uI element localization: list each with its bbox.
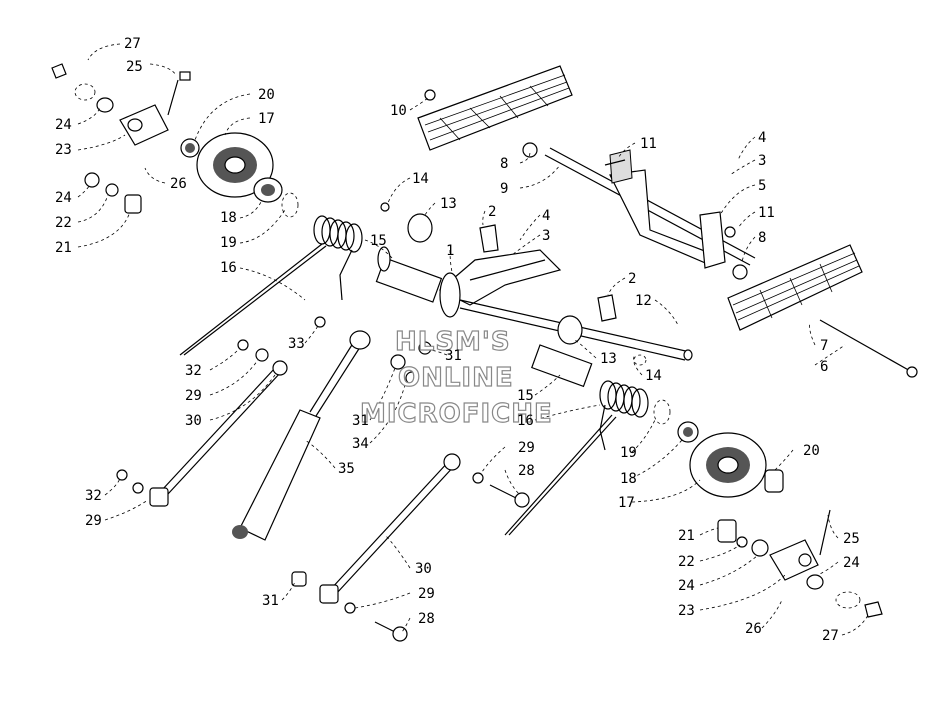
callout-21: 21: [55, 240, 72, 256]
watermark-line-3: MICROFICHE: [360, 399, 553, 429]
callout-11: 11: [758, 205, 775, 221]
callout-15: 15: [517, 388, 534, 404]
watermark: HLSM'S ONLINE MICROFICHE: [359, 326, 553, 429]
axle-bracket-left: [51, 63, 191, 214]
callout-13: 13: [600, 351, 617, 367]
callout-29: 29: [85, 513, 102, 529]
callout-3: 3: [542, 228, 550, 244]
callout-26: 26: [745, 621, 762, 637]
axle-bracket-right: [717, 509, 883, 618]
callout-29: 29: [418, 586, 435, 602]
idler-wheel-left: [180, 132, 283, 203]
callout-35: 35: [338, 461, 355, 477]
callout-11: 11: [640, 136, 657, 152]
upper-rail: [417, 65, 573, 151]
callout-14: 14: [412, 171, 429, 187]
callout-3: 3: [758, 153, 766, 169]
callout-20: 20: [258, 87, 275, 103]
idler-wheel-right: [677, 421, 784, 498]
callout-28: 28: [518, 463, 535, 479]
callout-numbers: 27 25 20 17 24 23 26 24 22 21 18 19 16 1…: [55, 36, 860, 644]
callout-32: 32: [85, 488, 102, 504]
long-bolt: [819, 319, 918, 378]
callout-24: 24: [678, 578, 695, 594]
callout-1: 1: [446, 243, 454, 259]
callout-33: 33: [288, 336, 305, 352]
callout-18: 18: [620, 471, 637, 487]
callout-2: 2: [488, 204, 496, 220]
callout-4: 4: [542, 208, 550, 224]
torsion-spring-right: [504, 380, 649, 536]
callout-24: 24: [55, 117, 72, 133]
shock-absorber: [232, 330, 371, 541]
callout-25: 25: [843, 531, 860, 547]
callout-27: 27: [124, 36, 141, 52]
callout-21: 21: [678, 528, 695, 544]
callout-23: 23: [678, 603, 695, 619]
callout-22: 22: [678, 554, 695, 570]
callout-31: 31: [352, 413, 369, 429]
callout-8: 8: [758, 230, 766, 246]
callout-34: 34: [352, 436, 369, 452]
callout-8: 8: [500, 156, 508, 172]
callout-32: 32: [185, 363, 202, 379]
callout-25: 25: [126, 59, 143, 75]
callout-19: 19: [220, 235, 237, 251]
cross-shaft-upper: [544, 147, 756, 269]
torsion-spring-left: [179, 215, 363, 356]
callout-30: 30: [415, 561, 432, 577]
leader-lines: [77, 43, 869, 636]
callout-31: 31: [262, 593, 279, 609]
callout-9: 9: [500, 181, 508, 197]
callout-29: 29: [185, 388, 202, 404]
watermark-line-1: HLSM'S: [395, 327, 511, 357]
callout-26: 26: [170, 176, 187, 192]
link-rod-left: [116, 339, 288, 507]
callout-28: 28: [418, 611, 435, 627]
callout-22: 22: [55, 215, 72, 231]
callout-19: 19: [620, 445, 637, 461]
link-rod-right: [291, 453, 530, 642]
callout-17: 17: [618, 495, 635, 511]
pivot-arm: [375, 213, 693, 388]
callout-12: 12: [635, 293, 652, 309]
callout-13: 13: [440, 196, 457, 212]
callout-27: 27: [822, 628, 839, 644]
callout-17: 17: [258, 111, 275, 127]
callout-14: 14: [645, 368, 662, 384]
callout-5: 5: [758, 178, 766, 194]
callout-15: 15: [370, 233, 387, 249]
callout-18: 18: [220, 210, 237, 226]
lower-rail: [727, 244, 863, 331]
callout-24: 24: [843, 555, 860, 571]
watermark-line-2: ONLINE: [398, 363, 514, 393]
callout-24: 24: [55, 190, 72, 206]
callout-20: 20: [803, 443, 820, 459]
small-hardware: [281, 89, 748, 425]
callout-10: 10: [390, 103, 407, 119]
callout-7: 7: [820, 338, 828, 354]
callout-16: 16: [517, 413, 534, 429]
callout-30: 30: [185, 413, 202, 429]
callout-31: 31: [445, 348, 462, 364]
callout-6: 6: [820, 359, 828, 375]
callout-4: 4: [758, 130, 766, 146]
callout-29: 29: [518, 440, 535, 456]
callout-16: 16: [220, 260, 237, 276]
callout-2: 2: [628, 271, 636, 287]
callout-23: 23: [55, 142, 72, 158]
